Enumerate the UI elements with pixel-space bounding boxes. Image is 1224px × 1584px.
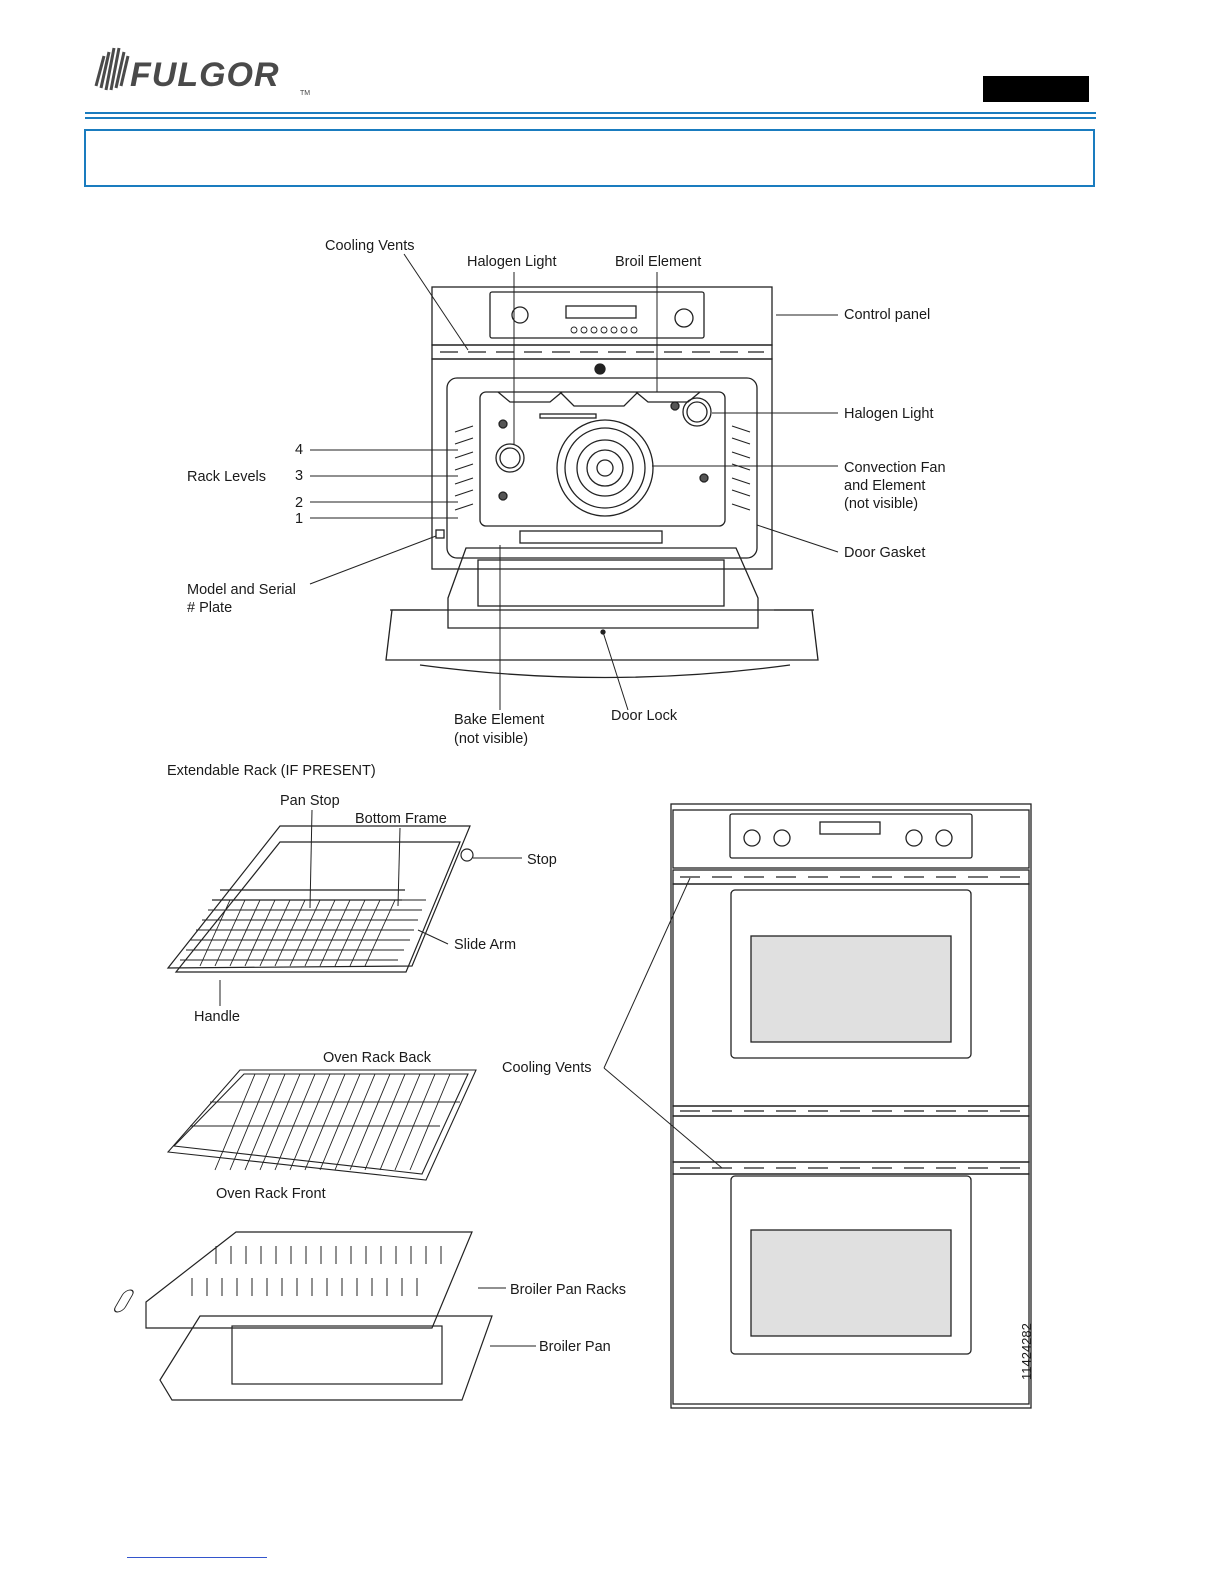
label-model-serial-line2: # Plate	[187, 600, 233, 616]
label-halogen-light-top: Halogen Light	[467, 254, 557, 270]
label-handle: Handle	[194, 1009, 240, 1025]
label-broiler-pan-racks: Broiler Pan Racks	[510, 1282, 627, 1298]
label-stop: Stop	[527, 852, 557, 868]
label-oven-rack-back: Oven Rack Back	[323, 1050, 431, 1066]
label-cooling-vents-bottom: Cooling Vents	[502, 1060, 592, 1076]
label-rack-1: 1	[295, 511, 304, 527]
label-broil-element: Broil Element	[615, 254, 702, 270]
control-panel-outline	[431, 286, 773, 346]
label-convection-fan-line2: and Element	[844, 478, 926, 494]
label-model-serial-line1: Model and Serial	[187, 582, 296, 598]
label-control-panel: Control panel	[844, 307, 931, 323]
label-bake-element-line2: (not visible)	[454, 731, 529, 747]
part-number: 11424282	[1019, 1323, 1034, 1380]
label-door-gasket: Door Gasket	[844, 545, 926, 561]
label-cooling-vents-top: Cooling Vents	[325, 238, 415, 254]
label-rack-4: 4	[295, 442, 304, 458]
label-rack-levels: Rack Levels	[187, 469, 266, 485]
label-extendable-rack: Extendable Rack (IF PRESENT)	[167, 763, 376, 779]
footer-link-underline[interactable]	[127, 1557, 267, 1558]
header-black-box	[983, 76, 1089, 102]
label-oven-rack-front: Oven Rack Front	[216, 1186, 326, 1202]
header-rule-bottom	[85, 117, 1096, 119]
label-pan-stop: Pan Stop	[280, 793, 340, 809]
brand-tm: TM	[300, 90, 311, 97]
label-slide-arm: Slide Arm	[454, 937, 517, 953]
title-box	[84, 129, 1095, 187]
label-rack-2: 2	[295, 495, 304, 511]
label-convection-fan-line3: (not visible)	[844, 496, 919, 512]
fulgor-logo: FULGOR TM	[92, 42, 322, 104]
label-bake-element-line1: Bake Element	[454, 712, 545, 728]
label-broiler-pan: Broiler Pan	[539, 1339, 611, 1355]
label-halogen-light-right: Halogen Light	[844, 406, 934, 422]
label-rack-3: 3	[295, 468, 304, 484]
header-rule-top	[85, 112, 1096, 114]
label-bottom-frame: Bottom Frame	[355, 811, 447, 827]
label-door-lock: Door Lock	[611, 708, 678, 724]
brand-name: FULGOR	[130, 56, 280, 94]
logo-mark-icon	[94, 47, 130, 91]
label-convection-fan-line1: Convection Fan	[844, 460, 946, 476]
